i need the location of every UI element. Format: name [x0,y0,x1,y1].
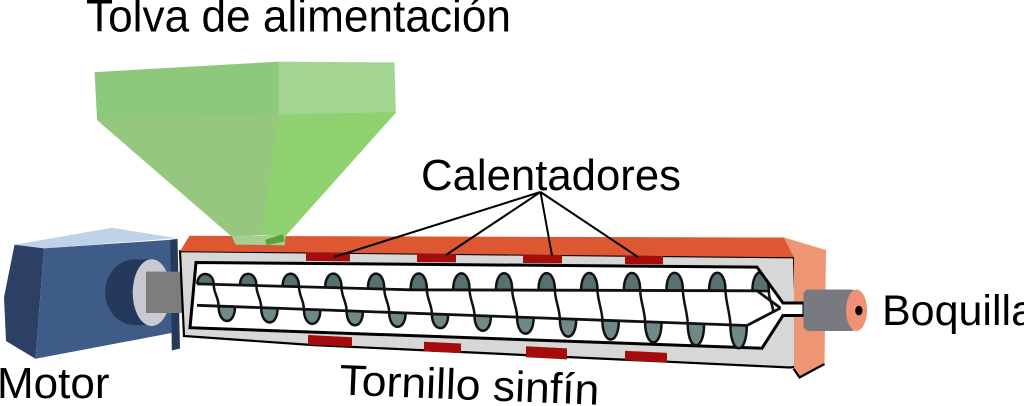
svg-text:Boquilla: Boquilla [882,287,1024,335]
svg-text:Tornillo sinfín: Tornillo sinfín [339,357,601,406]
svg-text:Motor: Motor [0,359,109,406]
svg-text:Calentadores: Calentadores [421,151,681,200]
svg-text:Tolva de alimentación: Tolva de alimentación [86,0,511,42]
